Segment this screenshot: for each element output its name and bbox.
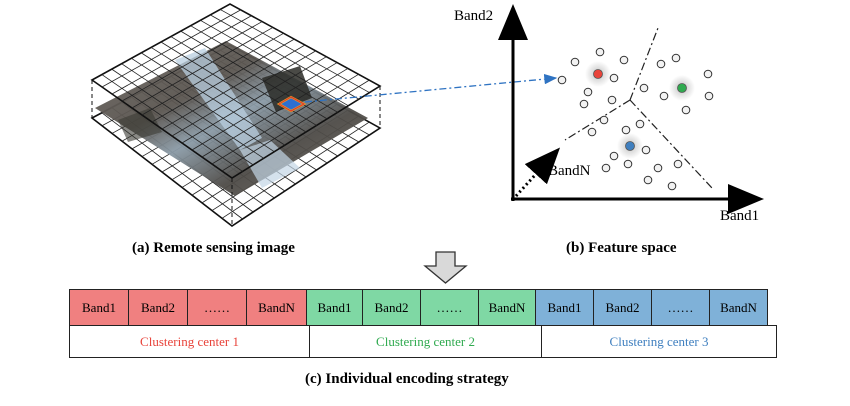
clustering-center-label-2: Clustering center 2: [309, 325, 542, 358]
grid-line: [181, 56, 327, 144]
encoding-cell-g2-c1: Band1: [306, 289, 363, 326]
cluster-boundaries: [564, 27, 713, 189]
grid-line: [211, 73, 359, 165]
dark-vegetation-left: [118, 108, 162, 142]
grid-line: [210, 14, 360, 100]
grid-line: [200, 19, 349, 107]
feature-points: [557, 47, 714, 191]
feature-point: [587, 127, 597, 137]
encoding-cell-g2-c4: BandN: [478, 289, 536, 326]
cluster-center-1-dot: [593, 69, 603, 79]
axis-label-band1: Band1: [720, 208, 760, 224]
feature-point: [703, 69, 713, 79]
encoding-cell-g1-c1: Band1: [69, 289, 129, 326]
clustering-center-label-1: Clustering center 1: [69, 325, 310, 358]
feature-point: [557, 75, 567, 85]
feature-point: [609, 151, 619, 161]
cluster-center-2-dot: [677, 83, 687, 93]
encoding-cell-g3-c4: BandN: [709, 289, 768, 326]
encoding-cell-g3-c2: Band2: [593, 289, 652, 326]
feature-point: [579, 99, 589, 109]
feature-point: [599, 115, 609, 125]
encoding-cell-g3-c1: Band1: [535, 289, 594, 326]
axis-label-band2: Band2: [454, 8, 494, 24]
feature-point: [653, 163, 663, 173]
grid-line: [161, 44, 306, 130]
feature-point: [621, 125, 631, 135]
feature-point: [619, 55, 629, 65]
feature-point: [639, 83, 649, 93]
feature-point: [595, 47, 605, 57]
water-area-lower: [240, 140, 300, 188]
feature-point: [673, 159, 683, 169]
feature-point: [671, 53, 681, 63]
encoding-cell-g1-c4: BandN: [246, 289, 307, 326]
caption-encoding-strategy: (c) Individual encoding strategy: [305, 371, 509, 387]
caption-remote-sensing-image: (a) Remote sensing image: [132, 240, 295, 256]
grid-line: [190, 25, 338, 113]
feature-point: [623, 159, 633, 169]
feature-point: [635, 119, 645, 129]
feature-point: [609, 73, 619, 83]
feature-point: [583, 87, 593, 97]
down-arrow-icon: [423, 251, 468, 284]
encoding-cell-g1-c2: Band2: [128, 289, 188, 326]
encoding-cell-g2-c2: Band2: [362, 289, 421, 326]
top-grid-layer: [90, 3, 382, 179]
grid-line: [221, 79, 370, 172]
encoding-cell-g3-c3: ……: [651, 289, 710, 326]
feature-point: [667, 181, 677, 191]
grid-line: [201, 68, 349, 158]
feature-point: [641, 145, 651, 155]
feature-point: [601, 163, 611, 173]
encoding-cell-g1-c3: ……: [187, 289, 247, 326]
caption-feature-space: (b) Feature space: [566, 240, 677, 256]
grid-line: [171, 50, 316, 137]
feature-point: [704, 91, 714, 101]
feature-point: [656, 59, 666, 69]
feature-point: [681, 105, 691, 115]
water-area: [175, 48, 262, 150]
grid-line: [219, 9, 370, 93]
clustering-center-label-3: Clustering center 3: [541, 325, 777, 358]
remote-sensing-image: [90, 3, 382, 227]
feature-point: [659, 91, 669, 101]
cluster-center-3-dot: [625, 141, 635, 151]
axis-label-bandn: BandN: [548, 163, 591, 179]
feature-point: [570, 57, 580, 67]
top-grid-lines: [101, 9, 370, 172]
encoding-cell-g2-c3: ……: [420, 289, 479, 326]
grid-line: [191, 62, 338, 151]
feature-point: [607, 95, 617, 105]
feature-point: [643, 175, 653, 185]
feature-space: [498, 4, 764, 214]
